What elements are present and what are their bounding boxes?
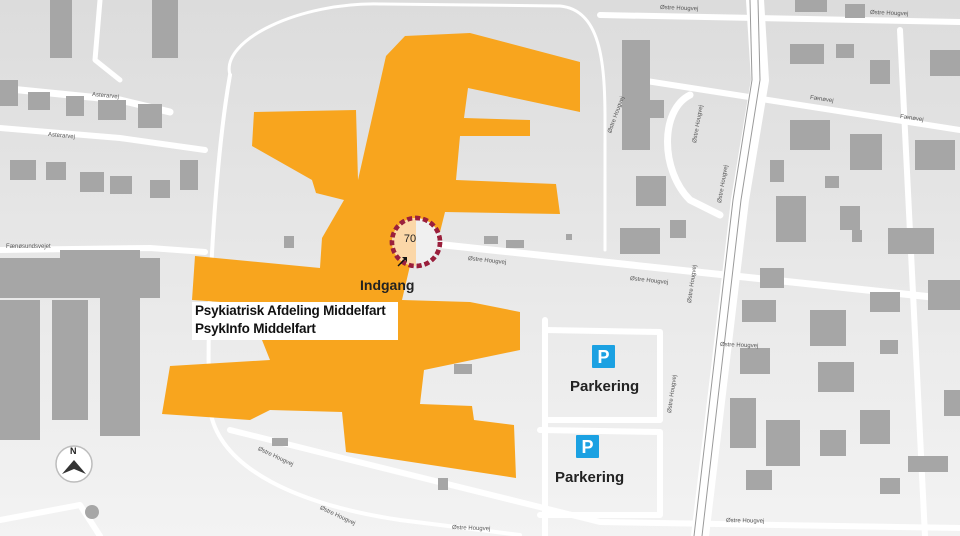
road-ostre-hougvej-main [431, 240, 960, 304]
road-railway-corridor [691, 0, 769, 536]
parking-lot-2-road [537, 427, 663, 518]
building-number: 70 [403, 233, 417, 245]
entrance-arrow-icon [397, 257, 407, 267]
street-label: Østre Hougvej [451, 525, 491, 533]
entrance-label: Indgang [360, 277, 415, 293]
north-arrow-icon [55, 445, 93, 483]
parking-icon[interactable]: P [592, 345, 615, 368]
road-ostre-hougvej-north [597, 12, 960, 25]
street-label: Fænøsundsvejet [6, 244, 51, 250]
road-loop-upper [227, 2, 607, 252]
street-label: Østre Hougvej [719, 342, 759, 350]
surrounding-buildings [0, 0, 960, 519]
building-label-box: Psykiatrisk Afdeling Middelfart PsykInfo… [192, 302, 398, 340]
hospital-building [162, 33, 580, 478]
parking-lot-1-road [542, 327, 663, 423]
parking-label: Parkering [555, 469, 625, 486]
street-label: Østre Hougvej [659, 5, 699, 13]
parking-label: Parkering [570, 378, 640, 395]
rail-lines [693, 0, 761, 536]
building-subname: PsykInfo Middelfart [195, 321, 316, 336]
road-west-lane [92, 0, 123, 83]
street-label: Østre Hougvej [869, 10, 909, 18]
road-asterarvej-lower [0, 125, 208, 153]
road-cul-de-sac [664, 91, 724, 219]
dashed-circle-marker-icon[interactable] [389, 215, 443, 269]
road-southwest [0, 502, 103, 536]
road-ostre-hougvej-south [227, 427, 960, 531]
building-name: Psykiatrisk Afdeling Middelfart [195, 303, 386, 318]
parking-icon[interactable]: P [576, 435, 599, 458]
road-faenosundsvejet [0, 245, 208, 255]
compass-north-label: N [70, 446, 77, 456]
street-label: Østre Hougvej [725, 518, 765, 525]
road-east-lane [897, 27, 928, 536]
